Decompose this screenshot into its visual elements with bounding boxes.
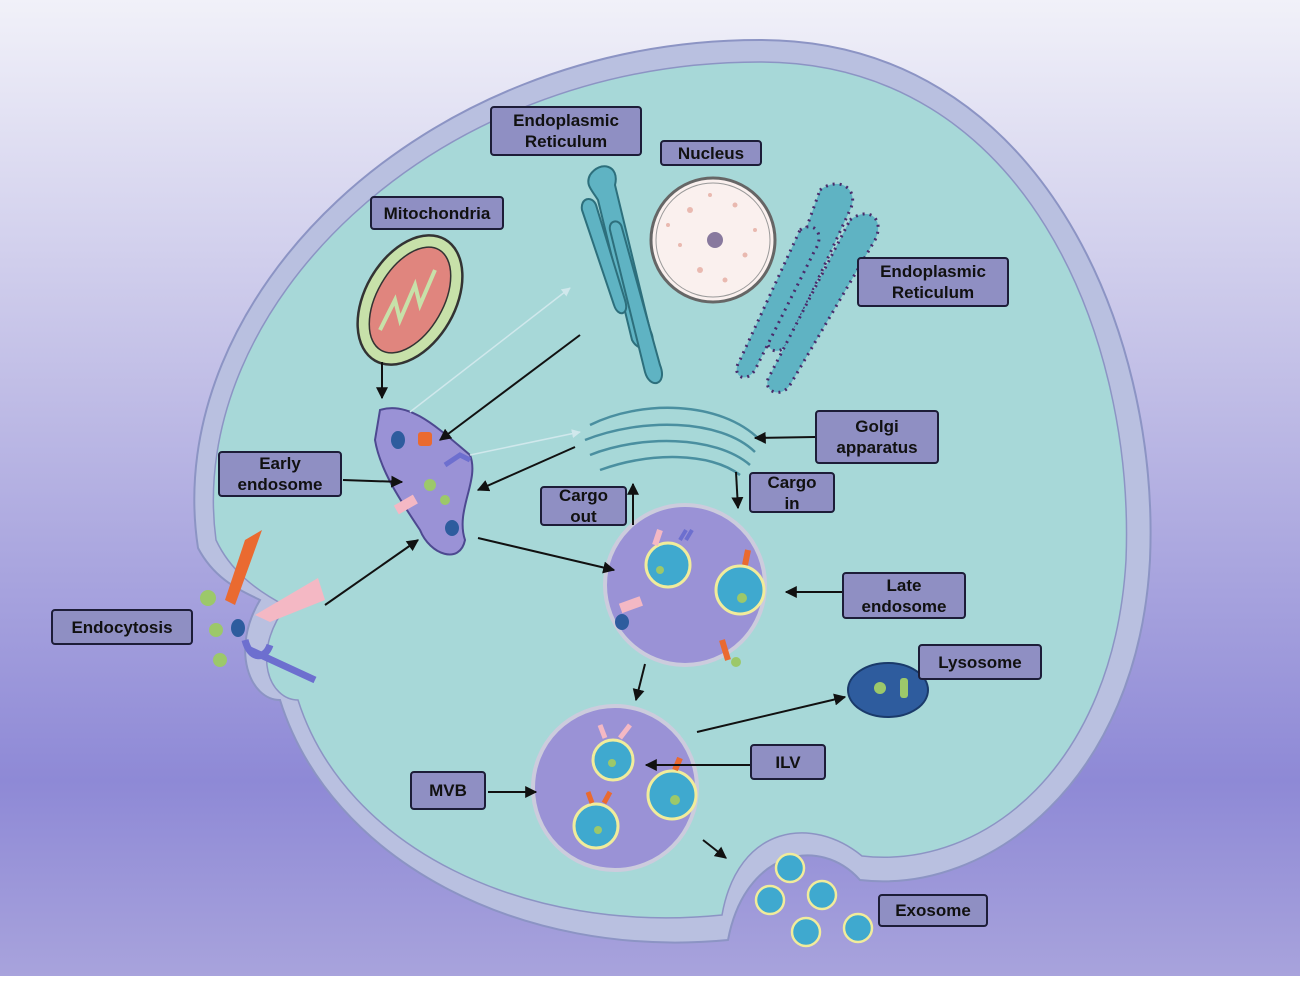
mitochondria — [356, 234, 464, 366]
arrows — [324, 334, 847, 859]
exosomes — [754, 852, 874, 948]
golgi-apparatus — [584, 406, 761, 476]
nucleus — [649, 176, 777, 304]
late-endosome — [603, 503, 767, 667]
label-exosome: Exosome — [878, 894, 988, 927]
er-rough — [735, 182, 880, 394]
endocytosis-cargo — [200, 530, 325, 684]
label-mitochondria: Mitochondria — [370, 196, 504, 230]
label-ilv: ILV — [750, 744, 826, 780]
label-nucleus: Nucleus — [660, 140, 762, 166]
label-endocytosis: Endocytosis — [51, 609, 193, 645]
er-smooth — [580, 165, 663, 384]
mvb — [531, 704, 699, 872]
label-lysosome: Lysosome — [918, 644, 1042, 680]
lysosome — [847, 662, 929, 718]
label-mvb: MVB — [410, 771, 486, 810]
faint-arrows — [409, 287, 581, 456]
